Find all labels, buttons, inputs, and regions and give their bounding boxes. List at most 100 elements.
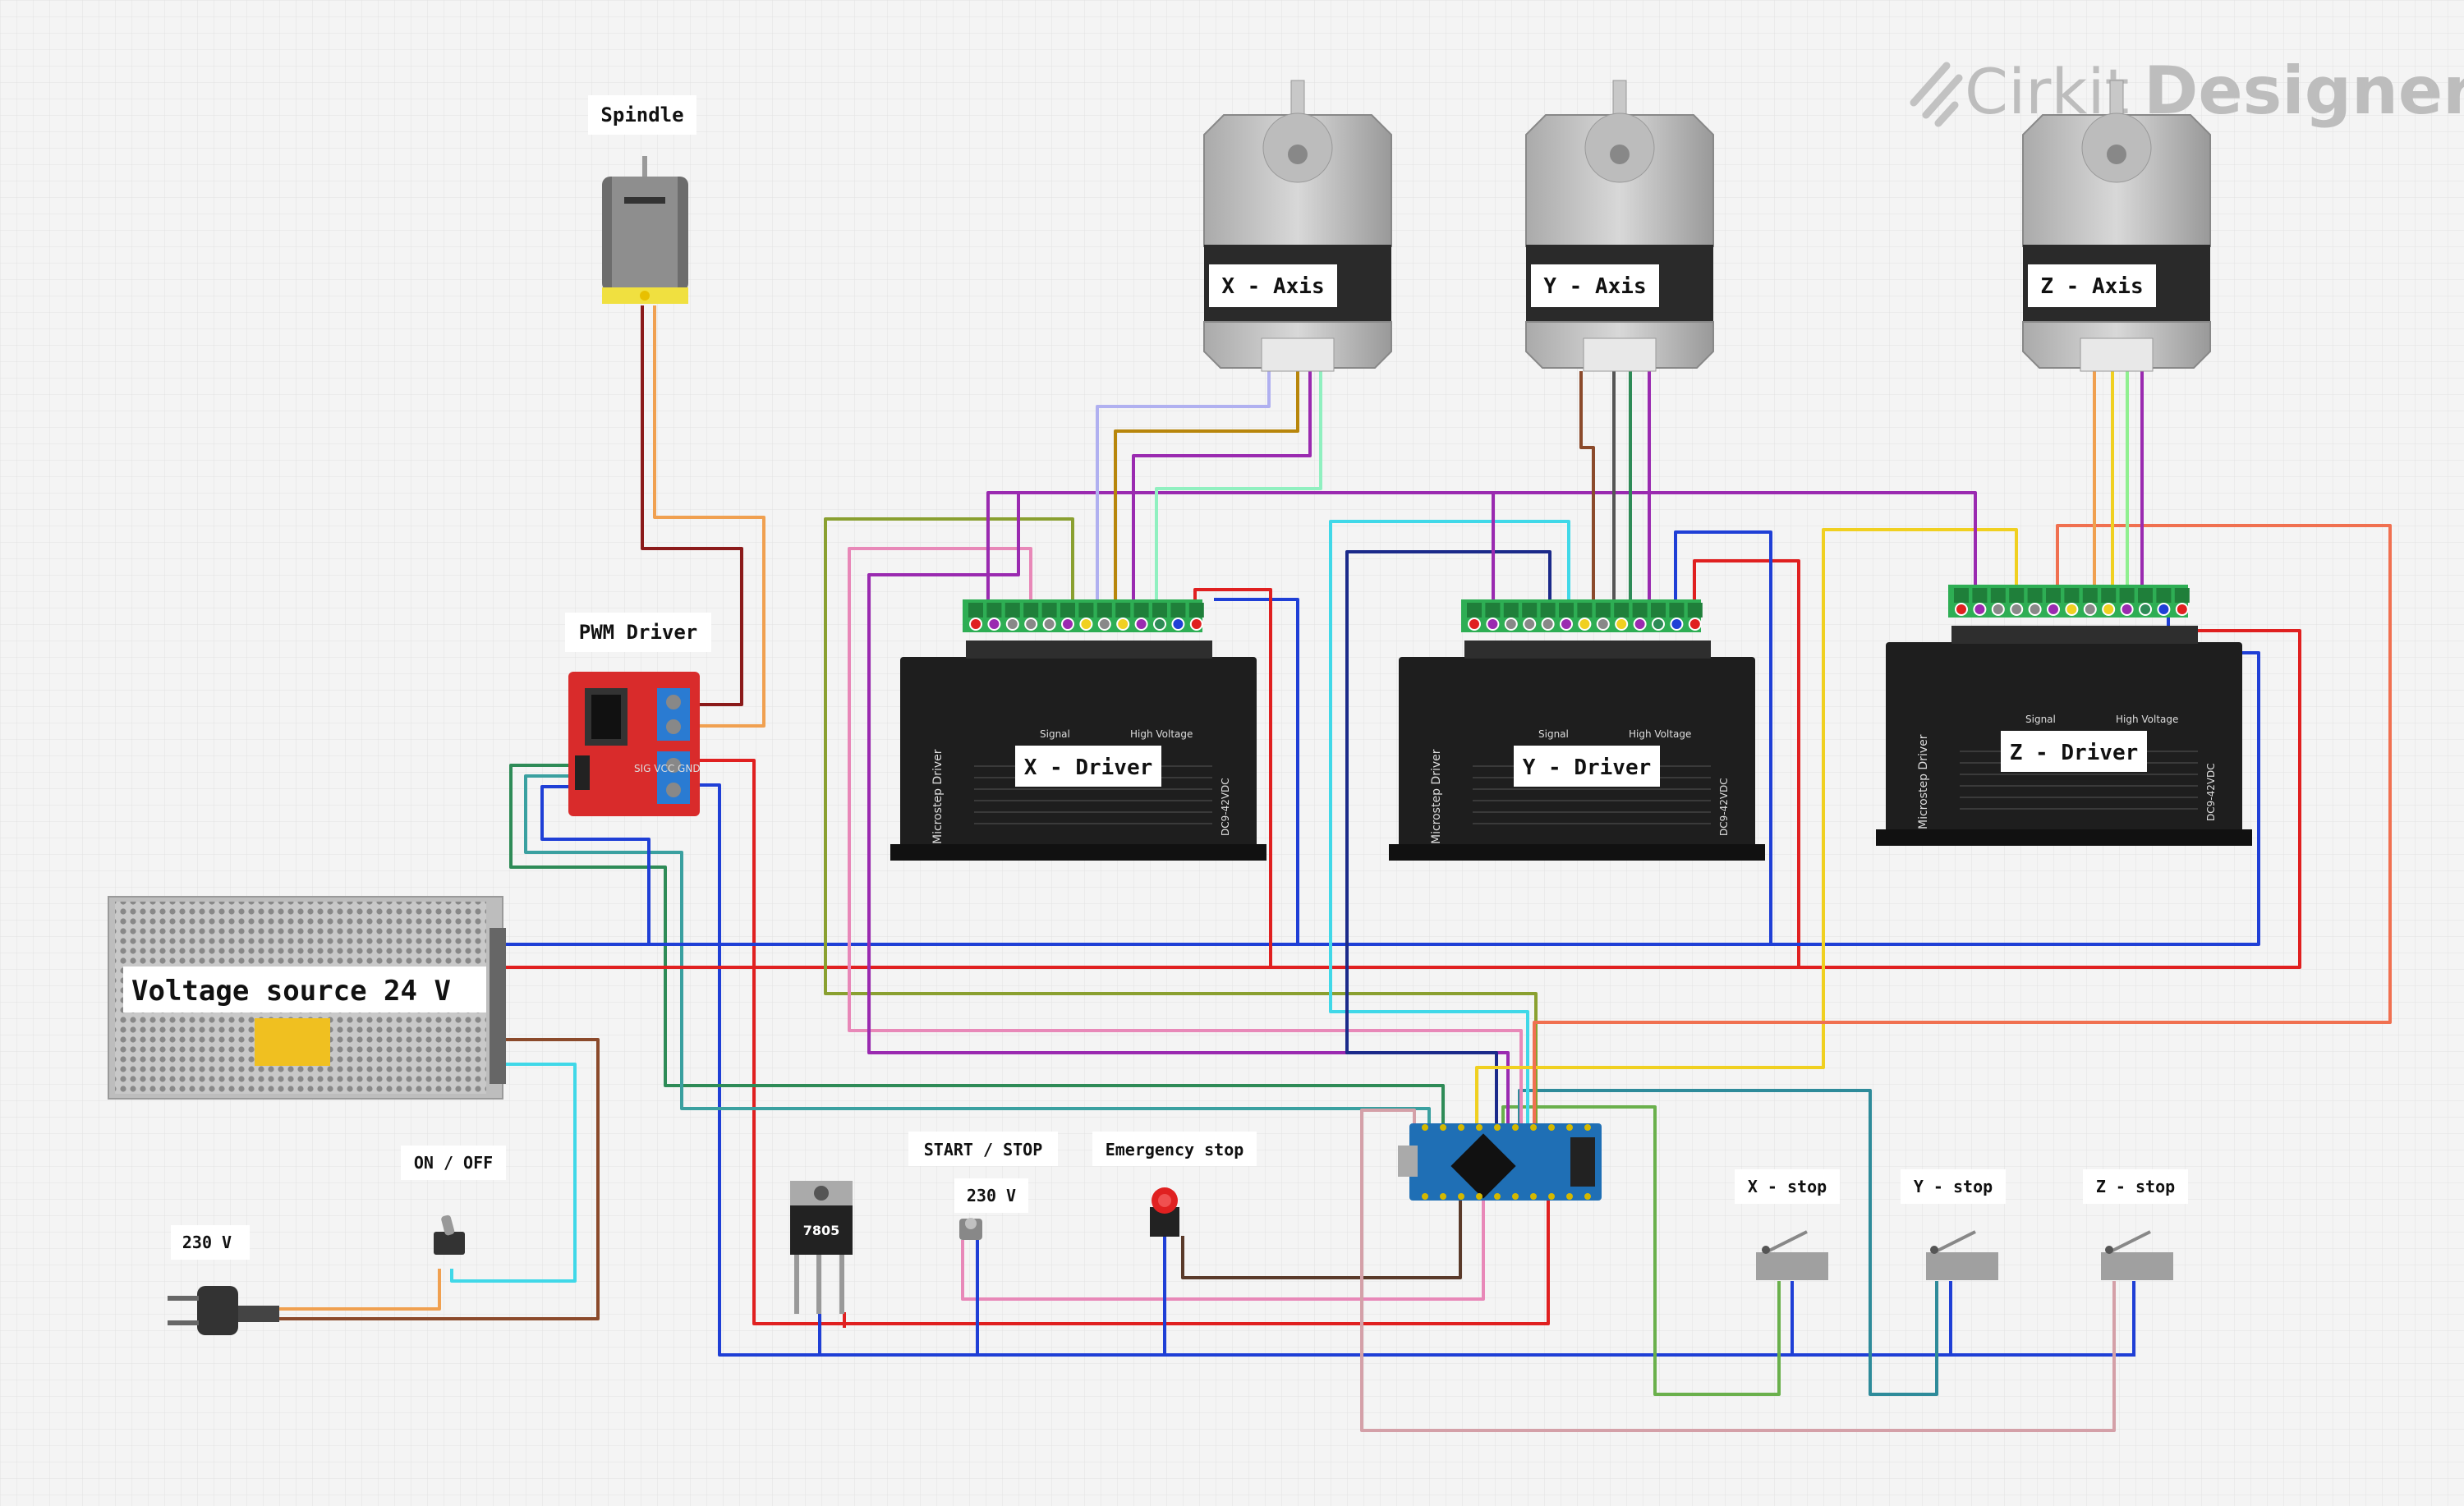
x-axis-label-bg: [1209, 264, 1337, 307]
x-stop-label: X - stop: [1748, 1177, 1827, 1196]
z-stop-label: Z - stop: [2096, 1177, 2175, 1196]
y-driver-supply-text: DC9-42VDC: [1718, 778, 1730, 836]
wire-y-ena: [1329, 520, 1570, 1133]
wire-z-pul: [992, 491, 1977, 591]
wire-x-stop: [1501, 1105, 1781, 1396]
wire-switch-supply: [450, 1063, 577, 1283]
wire-rail-gnd-x: [498, 598, 1299, 946]
z-axis-label: Z - Axis: [2040, 274, 2143, 299]
voltage-regulator-7805[interactable]: [790, 1181, 853, 1314]
z-driver-label: Z - Driver: [2010, 741, 2139, 765]
cirkit-logo-icon: [1910, 62, 1963, 127]
spindle-motor[interactable]: [602, 156, 688, 304]
wire-x-vcc: [1193, 588, 1272, 967]
z-axis-label-bg: [2028, 264, 2156, 307]
y-axis-label: Y - Axis: [1543, 274, 1646, 299]
x-driver-supply-text: DC9-42VDC: [1220, 778, 1231, 836]
wire-xm-2: [1114, 371, 1299, 604]
wire-x-dir: [848, 547, 1523, 1133]
wire-xm-4: [1155, 371, 1322, 604]
wire-y-gnd: [1674, 530, 1772, 944]
z-axis-stepper-motor[interactable]: Z - Axis: [2022, 80, 2211, 372]
brand-part2: Designer: [2144, 53, 2464, 129]
wire-xm-1: [1096, 371, 1271, 604]
start-stop-230-label-bg: [954, 1178, 1028, 1213]
wire-pwm-gnd: [698, 783, 2135, 1357]
x-driver-microstep-text: Microstep Driver: [931, 749, 945, 844]
pwm-driver-board[interactable]: SIG VCC GND: [568, 672, 701, 816]
x-stop-label-bg: [1735, 1169, 1840, 1204]
spindle-label: Spindle: [600, 103, 683, 126]
voltage-source-label-bg: [123, 967, 486, 1012]
emergency-stop-button[interactable]: [1150, 1187, 1179, 1237]
pwm-driver-label-bg: [565, 613, 711, 652]
y-stop-label: Y - stop: [1914, 1177, 1993, 1196]
emergency-stop-label-bg: [1092, 1132, 1257, 1166]
x-axis-stepper-motor[interactable]: X - Axis: [1203, 80, 1392, 372]
z-driver-signal-text: Signal: [2025, 714, 2056, 725]
spindle-label-bg: [588, 95, 696, 135]
z-stop-switch[interactable]: [2101, 1230, 2173, 1280]
voltage-source-label: Voltage source 24 V: [131, 975, 451, 1008]
start-stop-label-bg: [908, 1132, 1058, 1166]
z-driver-hv-text: High Voltage: [2116, 714, 2178, 725]
pwm-pin-labels: SIG VCC GND: [634, 763, 701, 774]
y-stop-label-bg: [1901, 1169, 2006, 1204]
wire-xm-3: [1132, 371, 1312, 604]
mains-230-label-bg: [171, 1225, 250, 1260]
arduino-nano[interactable]: [1398, 1123, 1602, 1201]
on-off-switch[interactable]: [434, 1214, 465, 1255]
regulator-label: 7805: [803, 1223, 840, 1238]
wire-rail-vcc: [498, 629, 2301, 969]
z-stop-label-bg: [2083, 1169, 2188, 1204]
mains-plug-icon: [168, 1286, 279, 1335]
start-stop-label: START / STOP: [924, 1140, 1043, 1159]
stepper-motors: X - Axis Y - Axis Z - Axis: [1203, 80, 2211, 372]
emergency-stop-label: Emergency stop: [1106, 1140, 1244, 1159]
wire-mains-switch: [279, 1269, 441, 1311]
mains-230-label: 230 V: [182, 1233, 232, 1252]
x-driver-signal-text: Signal: [1040, 728, 1070, 740]
wire-y-vcc: [1693, 559, 1800, 967]
wires: [279, 305, 2392, 1432]
y-stop-switch[interactable]: [1926, 1230, 1998, 1280]
wire-z-stop: [1360, 1109, 2116, 1432]
x-driver-label-bg: [1015, 746, 1161, 787]
x-driver-label: X - Driver: [1024, 755, 1153, 780]
y-axis-stepper-motor[interactable]: Y - Axis: [1525, 80, 1714, 372]
brand-logo: Cirkit Designer: [1910, 53, 2464, 129]
pwm-driver-label: PWM Driver: [579, 621, 698, 644]
x-stop-switch[interactable]: [1756, 1230, 1828, 1280]
wire-spindle-pwm-2: [653, 305, 765, 728]
z-driver-label-bg: [2001, 731, 2147, 772]
wire-mains-neutral: [279, 1038, 600, 1320]
z-driver-microstep-text: Microstep Driver: [1917, 734, 1930, 829]
x-driver-hv-text: High Voltage: [1130, 728, 1193, 740]
start-stop-button[interactable]: [959, 1218, 982, 1240]
wire-pwm-vcc: [524, 774, 1431, 1133]
y-driver-label-bg: [1514, 746, 1660, 787]
on-off-label-bg: [401, 1146, 506, 1180]
y-driver-label: Y - Driver: [1523, 755, 1652, 780]
wire-estop: [1181, 1133, 1462, 1279]
wire-ym-1: [1579, 371, 1595, 604]
y-driver-hv-text: High Voltage: [1629, 728, 1691, 740]
wire-z-dir: [1533, 524, 2392, 1133]
wire-z-ena: [1475, 528, 2018, 1133]
wire-spindle-pwm-1: [641, 305, 743, 706]
y-axis-label-bg: [1531, 264, 1659, 307]
wire-x-ena: [824, 517, 1538, 1133]
x-axis-label: X - Axis: [1221, 274, 1324, 299]
wire-pwm-sig: [509, 764, 1445, 1133]
wire-pwm-vin: [698, 759, 1550, 1325]
on-off-label: ON / OFF: [414, 1153, 493, 1173]
y-driver-microstep-text: Microstep Driver: [1430, 749, 1443, 844]
start-stop-230-label: 230 V: [967, 1186, 1016, 1205]
z-driver-supply-text: DC9-42VDC: [2205, 763, 2217, 821]
y-driver-signal-text: Signal: [1538, 728, 1569, 740]
